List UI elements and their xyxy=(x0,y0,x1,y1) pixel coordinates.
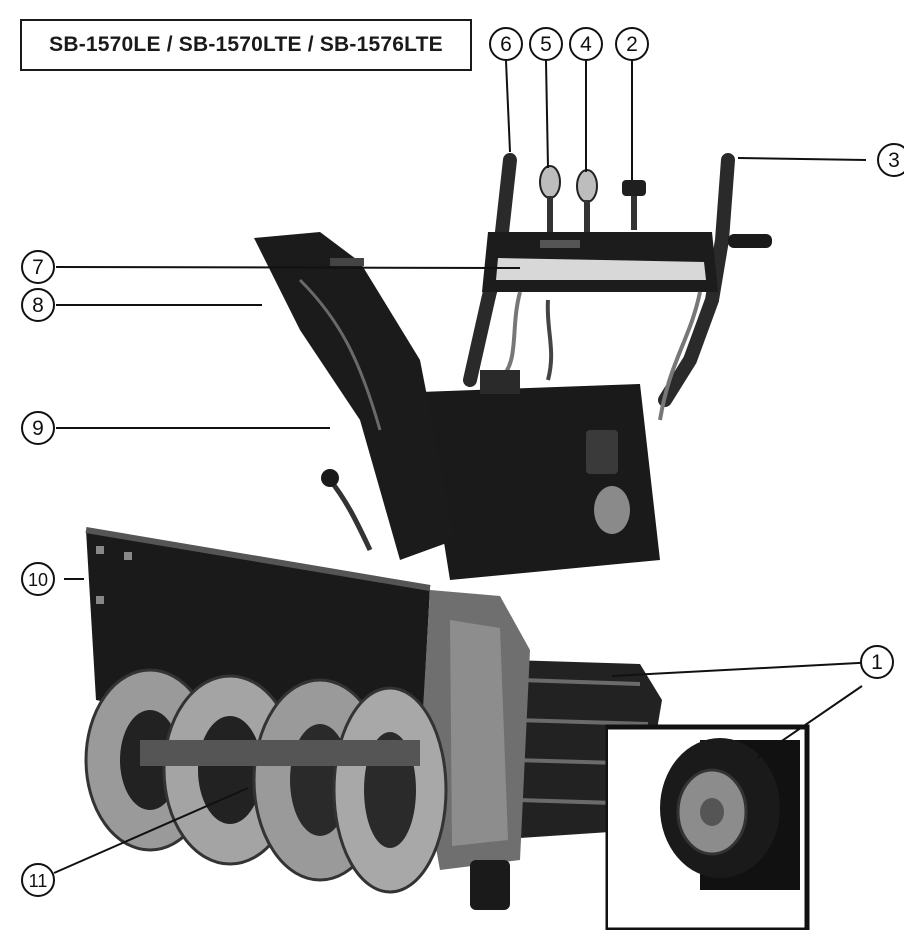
callout-10: 10 xyxy=(21,562,55,596)
callout-2: 2 xyxy=(615,27,649,61)
callouts: 1 2 3 4 5 6 7 8 9 10 11 xyxy=(21,27,904,897)
lever-4 xyxy=(576,169,598,203)
callout-1: 1 xyxy=(860,645,894,679)
callout-3-label: 3 xyxy=(888,149,900,172)
leader-7 xyxy=(55,266,521,269)
lever-5 xyxy=(539,165,561,199)
callout-6-label: 6 xyxy=(500,33,512,56)
callout-9: 9 xyxy=(21,411,55,445)
callout-8: 8 xyxy=(21,288,55,322)
callout-8-label: 8 xyxy=(32,294,44,317)
callout-2-label: 2 xyxy=(626,33,638,56)
callout-11: 11 xyxy=(21,863,55,897)
discharge-chute xyxy=(254,232,455,560)
callout-5-label: 5 xyxy=(540,33,552,56)
callout-4-label: 4 xyxy=(580,33,592,56)
callout-10-label: 10 xyxy=(28,570,48,590)
callout-5: 5 xyxy=(529,27,563,61)
leader-lines xyxy=(53,60,878,874)
leader-11 xyxy=(53,787,249,874)
auger-assembly xyxy=(84,668,448,894)
callout-4: 4 xyxy=(569,27,603,61)
leader-1b xyxy=(756,685,863,759)
leader-3 xyxy=(737,157,867,161)
wheel-inset xyxy=(605,724,810,930)
model-numbers-box: SB-1570LE / SB-1570LTE / SB-1576LTE xyxy=(20,19,472,71)
callout-1-label: 1 xyxy=(871,651,883,674)
callout-7-label: 7 xyxy=(32,256,44,279)
leader-1a xyxy=(611,661,878,677)
callout-6: 6 xyxy=(489,27,523,61)
callout-3: 3 xyxy=(877,143,904,177)
leader-5 xyxy=(545,60,549,169)
snowblower-illustration xyxy=(84,153,810,930)
right-grip xyxy=(728,234,772,248)
callout-11-label: 11 xyxy=(29,871,48,891)
knob xyxy=(622,180,646,196)
callout-9-label: 9 xyxy=(32,417,44,440)
callout-7: 7 xyxy=(21,250,55,284)
leader-6 xyxy=(505,60,511,153)
engine xyxy=(420,384,660,580)
right-handle xyxy=(658,153,735,407)
